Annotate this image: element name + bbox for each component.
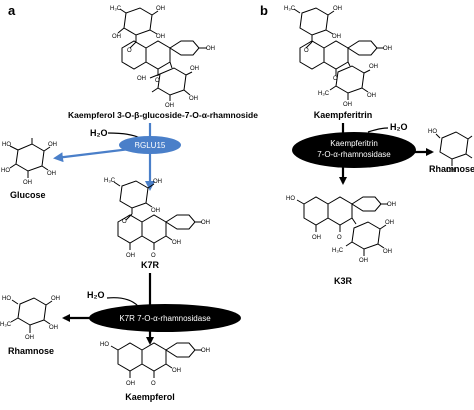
k3r-atoms: HO OH OH O OH OH H₃C OH [286,196,396,264]
svg-text:OH: OH [201,220,210,226]
rhamnose-a-structure [10,297,53,333]
rhamnose-a-label: Rhamnose [8,346,54,356]
svg-text:OH: OH [25,335,34,341]
svg-text:OH: OH [359,258,368,264]
kaempferitrin-rhamnosidase-line2: 7-O-α-rhamnosidase [317,150,391,159]
svg-text:O: O [333,76,338,82]
svg-text:H₃C: H₃C [0,322,12,328]
substrate-a-atoms: OH OH OH H₃C O OH O OH OH OH OH [110,6,215,109]
svg-text:OH: OH [137,76,146,82]
rhamnose-b-label: Rhamnose [429,164,474,174]
svg-text:HO: HO [286,196,295,202]
kaempferitrin-rhamnosidase-ellipse [292,132,416,168]
svg-text:OH: OH [165,103,174,109]
svg-text:OH: OH [446,168,455,174]
rhamnose-b-atoms: HO OH [428,129,455,174]
svg-text:H₃C: H₃C [104,178,116,184]
svg-text:O: O [151,253,156,259]
svg-text:H₃C: H₃C [332,248,344,254]
kaempferol-atoms: HO OH OH OH O [100,342,210,387]
svg-text:H₃C: H₃C [284,6,296,12]
svg-text:OH: OH [153,179,162,185]
svg-text:OH: OH [23,180,32,186]
svg-text:OH: OH [332,34,341,40]
glucose-label: Glucose [10,190,46,200]
svg-text:OH: OH [367,93,376,99]
svg-text:OH: OH [190,66,199,72]
svg-text:OH: OH [126,253,135,259]
k3r-label: K3R [334,276,353,286]
svg-text:HO: HO [1,168,10,174]
svg-text:O: O [337,235,342,241]
substrate-a-label: Kaempferol 3-O-β-glucoside-7-O-α-rhamnos… [68,110,258,120]
svg-text:H₃C: H₃C [318,91,330,97]
svg-text:HO: HO [100,342,109,348]
svg-text:OH: OH [172,368,181,374]
glucose-atoms: HO OH OH OH HO [1,142,57,186]
k7r-structure [113,180,202,250]
rhamnose-a-atoms: OH OH HO H₃C OH [0,296,60,341]
svg-text:OH: OH [189,96,198,102]
k7r-label: K7R [141,260,160,270]
k3r-structure [296,196,388,256]
svg-text:HO: HO [428,129,437,135]
svg-text:OH: OH [385,220,394,226]
rhamnose-b-structure [435,131,473,166]
step1-water-label: H₂O [90,128,108,138]
step2-water-label: H₂O [87,290,105,300]
svg-text:OH: OH [126,381,135,387]
k7r-atoms: OH OH H₃C O OH OH OH O [104,178,210,259]
svg-text:O: O [304,48,309,54]
svg-text:OH: OH [387,202,396,208]
svg-text:OH: OH [172,240,181,246]
step2-water-arrow [106,297,139,307]
svg-text:OH: OH [343,102,352,108]
kaempferol-label: Kaempferol [125,392,175,402]
panel-a-letter: a [8,3,16,18]
svg-text:O: O [151,381,156,387]
substrate-a-structure [117,7,207,101]
svg-text:OH: OH [201,348,210,354]
glucose-release-arrow [53,146,139,163]
k7r-rhamnosidase-ellipse [89,304,241,332]
svg-text:HO: HO [2,296,11,302]
svg-text:O: O [127,48,132,54]
svg-text:OH: OH [156,6,165,12]
svg-text:OH: OH [47,171,56,177]
panel-b-letter: b [260,3,268,18]
svg-text:OH: OH [156,34,165,40]
step-b-water-arrow [367,127,389,133]
svg-text:OH: OH [312,235,321,241]
kaempferitrin-atoms: OH OH H₃C O OH O OH OH OH H₃C [284,6,392,108]
svg-text:O: O [122,219,127,225]
svg-text:OH: OH [49,325,58,331]
svg-text:H₃C: H₃C [110,6,122,12]
step-b-water-label: H₂O [390,122,408,132]
kaempferol-structure [110,342,202,378]
svg-text:HO: HO [2,142,11,148]
svg-text:OH: OH [151,208,160,214]
kaempferitrin-label: Kaempferitrin [314,110,373,120]
svg-text:OH: OH [206,46,215,52]
svg-text:OH: OH [333,6,342,12]
svg-text:O: O [155,78,160,84]
kaempferitrin-rhamnosidase-line1: Kaempferitrin [330,139,378,148]
svg-text:OH: OH [369,64,378,70]
svg-text:OH: OH [51,296,60,302]
svg-text:OH: OH [48,142,57,148]
svg-text:OH: OH [112,34,121,40]
svg-text:OH: OH [383,249,392,255]
svg-text:OH: OH [383,46,392,52]
kaempferitrin-structure [293,7,384,100]
k7r-rhamnosidase-label: K7R 7-O-α-rhamnosidase [119,314,211,323]
glucose-structure [9,138,51,178]
bglu15-enzyme-label: BGLU15 [135,141,166,150]
